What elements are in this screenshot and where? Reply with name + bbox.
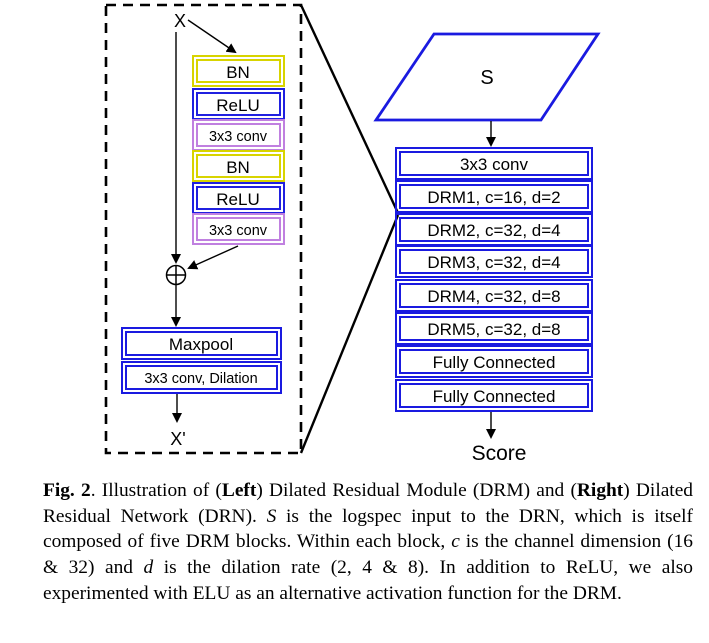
caption-text: is the channel dimension (16 & 32) and bbox=[43, 531, 693, 579]
network-layer-label: DRM5, c=32, d=8 bbox=[427, 320, 560, 339]
bn-block: BN bbox=[192, 55, 285, 87]
bn-label: BN bbox=[226, 63, 250, 82]
network-layer: DRM1, c=16, d=2 bbox=[395, 180, 593, 213]
caption-text: is the dilation rate (2, 4 & 8). In addi… bbox=[43, 557, 693, 604]
bn-label: BN bbox=[226, 158, 250, 177]
output-x-label: X' bbox=[170, 429, 185, 449]
score-label: Score bbox=[472, 442, 527, 465]
network-layer: DRM4, c=32, d=8 bbox=[395, 279, 593, 312]
input-to-bn-arrow bbox=[187, 19, 237, 54]
network-layer-label: DRM1, c=16, d=2 bbox=[427, 188, 560, 207]
module-dashed-border bbox=[104, 3, 303, 455]
caption-text: is the logspec input to the DRN, which i… bbox=[43, 505, 693, 553]
network-layer-label: 3x3 conv bbox=[460, 155, 529, 174]
network-layer-label: Fully Connected bbox=[433, 387, 556, 406]
relu-label: ReLU bbox=[216, 96, 259, 115]
caption-text: ) Dilated Residual Module (DRM) and ( bbox=[256, 480, 577, 501]
input-s-label: S bbox=[480, 67, 493, 89]
zoom-line-top bbox=[299, 4, 400, 214]
caption-text: ) Dilated Residual Network (DRN). bbox=[43, 480, 693, 527]
network-layer-label: DRM3, c=32, d=4 bbox=[427, 253, 560, 272]
relu-block: ReLU bbox=[192, 88, 285, 120]
relu-label: ReLU bbox=[216, 190, 259, 209]
network-layer: DRM3, c=32, d=4 bbox=[395, 245, 593, 278]
drn-diagram: X BN ReLU 3x3 conv BN bbox=[104, 3, 601, 465]
network-layer: 3x3 conv bbox=[395, 147, 593, 180]
conv-label: 3x3 conv bbox=[209, 129, 268, 145]
dilated-conv-label: 3x3 conv, Dilation bbox=[144, 371, 257, 387]
network-layer: DRM2, c=32, d=4 bbox=[395, 213, 593, 246]
caption-var-s: S bbox=[266, 505, 277, 527]
network-layer-label: Fully Connected bbox=[433, 353, 556, 372]
figure-caption: Fig. 2. Illustration of (Left) Dilated R… bbox=[43, 478, 693, 607]
network-layer: Fully Connected bbox=[395, 379, 593, 412]
input-s-parallelogram: S bbox=[373, 32, 601, 122]
left-block-stack: BN ReLU 3x3 conv BN ReLU bbox=[192, 55, 285, 245]
sum-node bbox=[165, 264, 187, 286]
network-layer: Fully Connected bbox=[395, 345, 593, 378]
caption-var-d: d bbox=[143, 557, 154, 579]
conv-to-sum-arrow bbox=[187, 245, 239, 270]
caption-fig-label: Fig. 2 bbox=[43, 480, 91, 501]
conv-block: 3x3 conv bbox=[192, 119, 285, 151]
maxpool-block: Maxpool bbox=[121, 327, 282, 360]
dilated-conv-block: 3x3 conv, Dilation bbox=[121, 361, 282, 394]
network-layer: DRM5, c=32, d=8 bbox=[395, 312, 593, 345]
caption-right-word: Right bbox=[576, 480, 624, 501]
bn-block: BN bbox=[192, 150, 285, 182]
conv-label: 3x3 conv bbox=[209, 223, 268, 239]
maxpool-label: Maxpool bbox=[169, 335, 233, 354]
caption-text: . Illustration of ( bbox=[90, 480, 222, 501]
relu-block: ReLU bbox=[192, 182, 285, 214]
caption-var-c: c bbox=[451, 531, 460, 553]
network-layer-label: DRM4, c=32, d=8 bbox=[427, 287, 560, 306]
zoom-line-bottom bbox=[299, 214, 400, 454]
network-layer-label: DRM2, c=32, d=4 bbox=[427, 221, 560, 240]
caption-left-word: Left bbox=[221, 480, 257, 501]
input-x-label: X bbox=[174, 11, 186, 31]
conv-block: 3x3 conv bbox=[192, 213, 285, 245]
network-layer-stack: 3x3 conv DRM1, c=16, d=2 DRM2, c=32, d=4… bbox=[395, 147, 593, 412]
